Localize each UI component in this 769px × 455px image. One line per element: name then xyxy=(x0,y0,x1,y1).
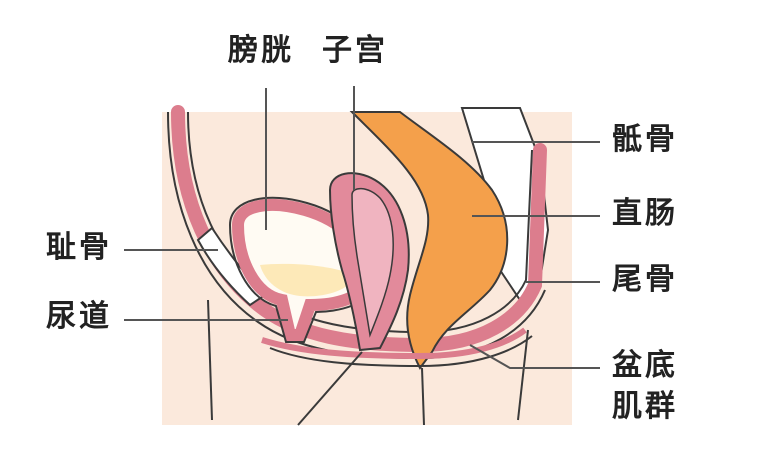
label-uterus: 子宫 xyxy=(322,33,388,68)
label-pelvic-floor-line2: 肌群 xyxy=(612,389,678,424)
label-rectum: 直肠 xyxy=(612,196,678,231)
label-sacrum: 骶骨 xyxy=(612,122,678,157)
label-pubis: 耻骨 xyxy=(46,230,112,265)
pelvic-wall-outline-inner xyxy=(187,111,533,334)
uterus-inner xyxy=(351,187,394,338)
anal-canal-line xyxy=(421,367,425,426)
leader-line-pelvic-floor xyxy=(469,344,600,369)
label-bladder: 膀胱 xyxy=(228,33,294,68)
label-coccyx: 尾骨 xyxy=(612,262,678,297)
vaginal-canal-line xyxy=(297,351,363,426)
pelvic-wall xyxy=(171,105,547,353)
leg-outline-right xyxy=(517,329,529,421)
pelvic-floor-outline xyxy=(269,335,533,368)
bladder-fluid xyxy=(260,263,355,297)
label-pelvic-floor-line1: 盆底 xyxy=(612,348,678,383)
label-urethra: 尿道 xyxy=(46,299,112,334)
rectum xyxy=(349,111,509,370)
pelvic-floor-band xyxy=(261,327,527,360)
